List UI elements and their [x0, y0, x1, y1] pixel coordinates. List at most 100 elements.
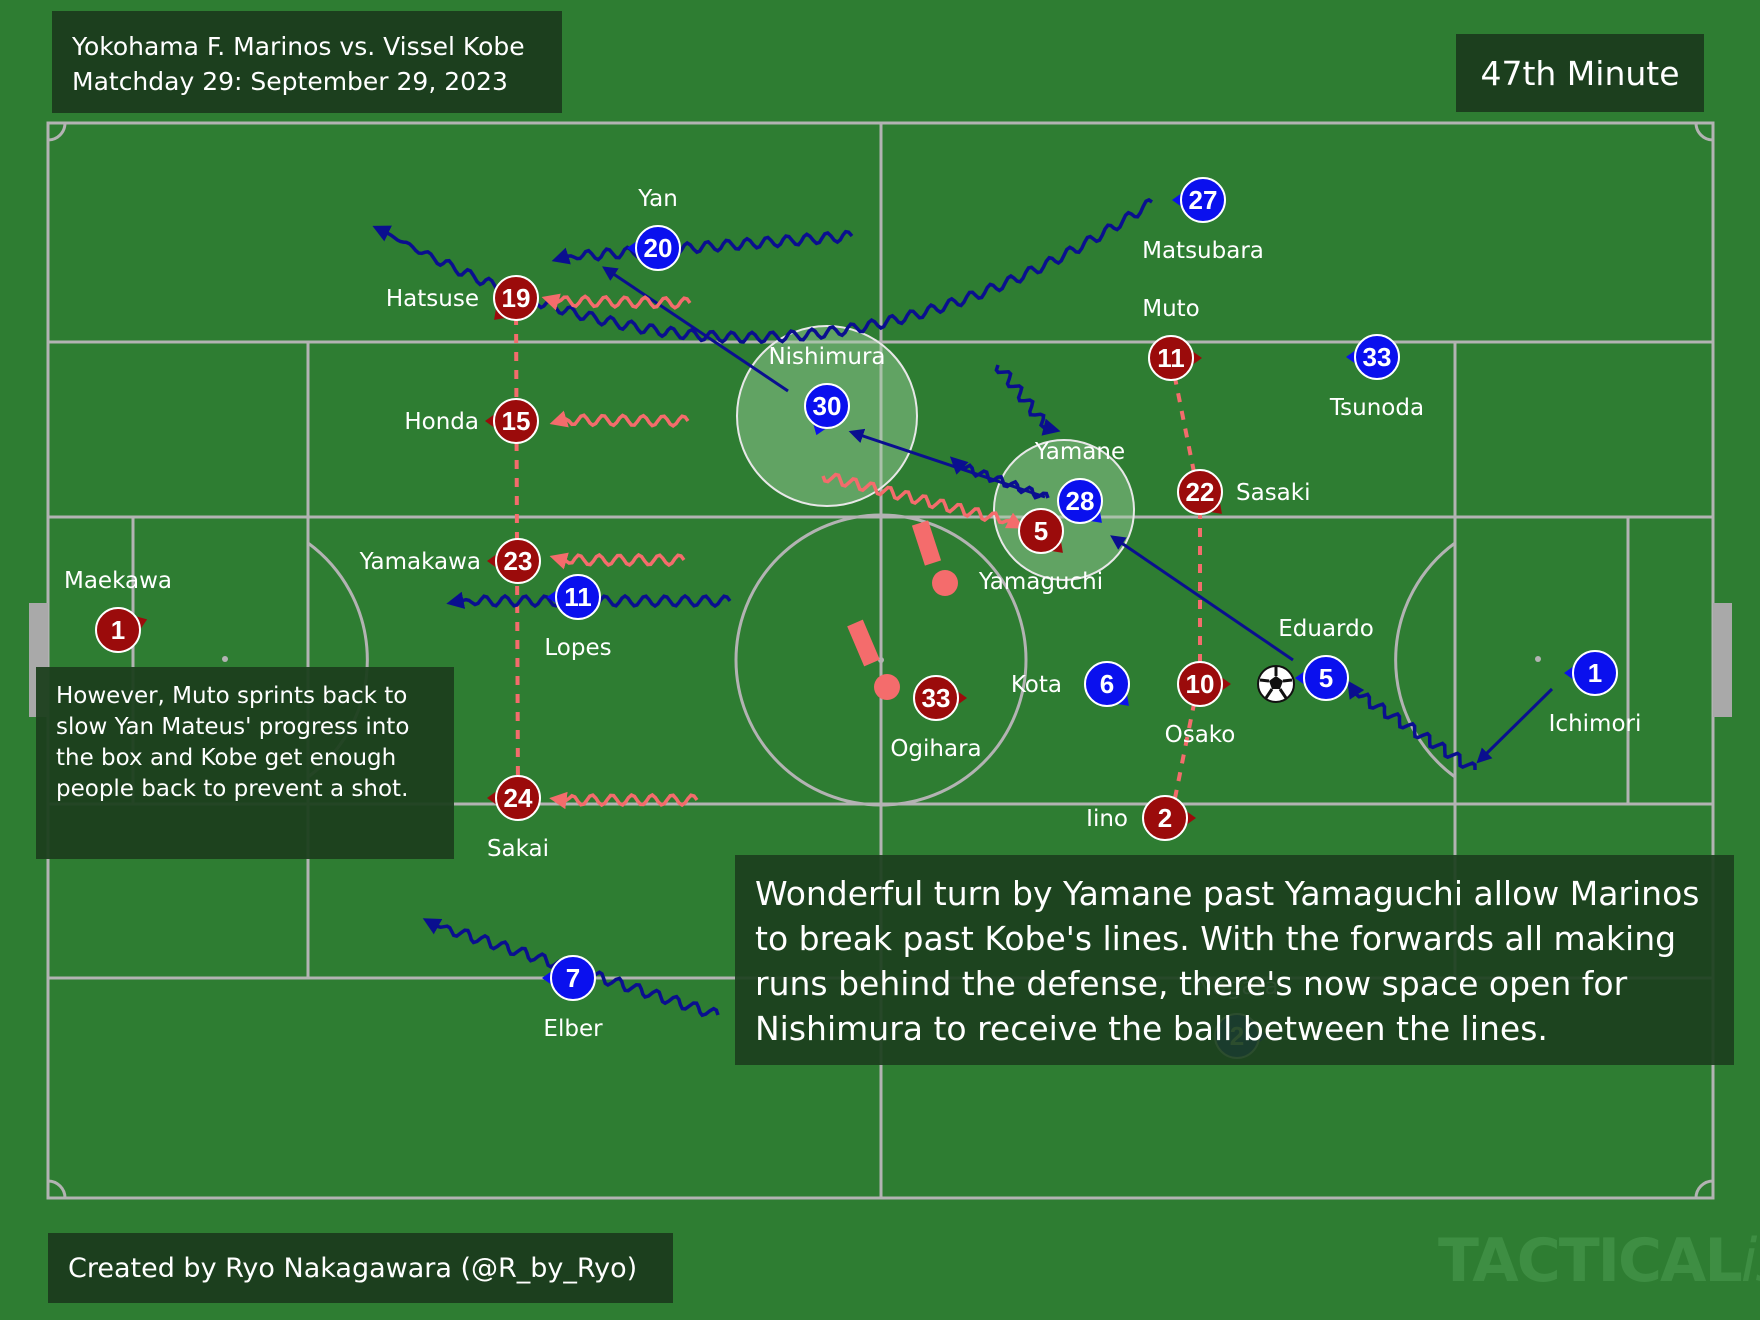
- player-number: 11: [564, 582, 592, 612]
- side-note-box: However, Muto sprints back to slow Yan M…: [36, 667, 454, 859]
- pressure-mark-yamaguchi: [911, 520, 942, 566]
- center-spot: [878, 657, 884, 663]
- player-marker: [804, 383, 850, 429]
- player-name: Yan: [637, 186, 678, 212]
- player-marker: [1180, 177, 1226, 223]
- run-sakai: [549, 791, 699, 810]
- marinos-player-30-nishimura[interactable]: 30 Nishimura: [768, 344, 886, 436]
- pressure-marks: [847, 520, 958, 700]
- pass-nishimura-to-yan: [602, 266, 789, 393]
- left-penalty-box: [46, 340, 310, 980]
- pressure-dot-ogihara: [874, 674, 900, 700]
- left-penalty-spot: [222, 656, 228, 662]
- right-goal: [1713, 603, 1732, 717]
- marinos-player-28-yamane[interactable]: 28 Yamane: [1034, 439, 1125, 524]
- player-name: Osako: [1165, 722, 1236, 748]
- side-note-text: However, Muto sprints back to slow Yan M…: [56, 683, 410, 802]
- run-yamane-turn: [994, 364, 1061, 436]
- run-yan: [551, 229, 854, 265]
- player-name: Hatsuse: [386, 286, 479, 312]
- marinos-player-6-kota[interactable]: 6 Kota: [1011, 661, 1130, 707]
- credit-text: Created by Ryo Nakagawara (@R_by_Ryo): [68, 1252, 638, 1284]
- player-name: Lopes: [544, 635, 611, 661]
- match-title: Yokohama F. Marinos vs. Vissel Kobe: [72, 32, 525, 61]
- pass-ichimori-to-back: [1476, 687, 1554, 764]
- player-number: 24: [504, 783, 533, 813]
- player-marker: [1018, 508, 1064, 554]
- player-name: Iino: [1086, 806, 1128, 832]
- player-name: Yamane: [1034, 439, 1125, 465]
- player-marker: [1084, 661, 1130, 707]
- minute-text: 47th Minute: [1480, 53, 1680, 93]
- player-number: 23: [504, 546, 533, 576]
- watermark-logo: TACTICALista: [1438, 1226, 1760, 1296]
- player-name: Tsunoda: [1329, 395, 1424, 421]
- player-name: Ogihara: [890, 736, 981, 762]
- player-number: 28: [1066, 486, 1095, 516]
- main-note-box: Wonderful turn by Yamane past Yamaguchi …: [735, 855, 1734, 1065]
- player-number: 30: [813, 391, 842, 421]
- player-number: 11: [1157, 343, 1185, 373]
- pressure-mark-ogihara: [847, 619, 880, 667]
- player-marker: [1572, 650, 1618, 696]
- player-name: Muto: [1142, 296, 1200, 322]
- player-marker: [1303, 655, 1349, 701]
- player-marker: [1057, 478, 1103, 524]
- player-name: Nishimura: [768, 344, 885, 370]
- player-marker: [1354, 334, 1400, 380]
- player-marker: [555, 574, 601, 620]
- credit-box: Created by Ryo Nakagawara (@R_by_Ryo): [48, 1233, 673, 1303]
- player-marker: [1148, 335, 1194, 381]
- run-eduardo: [1347, 680, 1477, 771]
- player-number: 20: [644, 233, 673, 263]
- player-marker: [550, 955, 596, 1001]
- player-name: Ichimori: [1549, 711, 1642, 737]
- pass-eduardo-to-yamane: [1110, 535, 1294, 662]
- minute-badge: 47th Minute: [1456, 34, 1704, 112]
- kobe-player-11-muto[interactable]: 11 Muto: [1142, 296, 1202, 381]
- kobe-player-23-yamakawa[interactable]: 23 Yamakawa: [359, 538, 541, 584]
- player-name: Yamakawa: [359, 549, 481, 575]
- run-yamane-drive: [949, 456, 1050, 500]
- player-name: Sasaki: [1236, 480, 1310, 506]
- run-yamaguchi: [821, 472, 1025, 529]
- right-penalty-arc: [1394, 541, 1456, 779]
- player-marker: [495, 775, 541, 821]
- player-marker: [1177, 661, 1223, 707]
- player-marker: [1177, 469, 1223, 515]
- player-number: 10: [1186, 669, 1215, 699]
- player-marker: [493, 398, 539, 444]
- corner-arc-tl: [47, 122, 67, 142]
- marinos-player-20-yan[interactable]: 20 Yan: [627, 186, 681, 271]
- player-number: 5: [1034, 516, 1048, 546]
- player-number: 6: [1100, 669, 1114, 699]
- right-penalty-spot: [1535, 656, 1541, 662]
- run-honda: [549, 410, 690, 429]
- right-six-yard-box: [1626, 515, 1715, 806]
- run-yamakawa: [549, 552, 686, 570]
- corner-arc-tr: [1694, 122, 1714, 142]
- player-number: 1: [111, 615, 125, 645]
- player-number: 15: [502, 406, 531, 436]
- player-marker: [913, 675, 959, 721]
- football-icon: [1257, 665, 1295, 703]
- player-name: Kota: [1011, 672, 1062, 698]
- player-marker: [493, 275, 539, 321]
- player-number: 5: [1319, 663, 1333, 693]
